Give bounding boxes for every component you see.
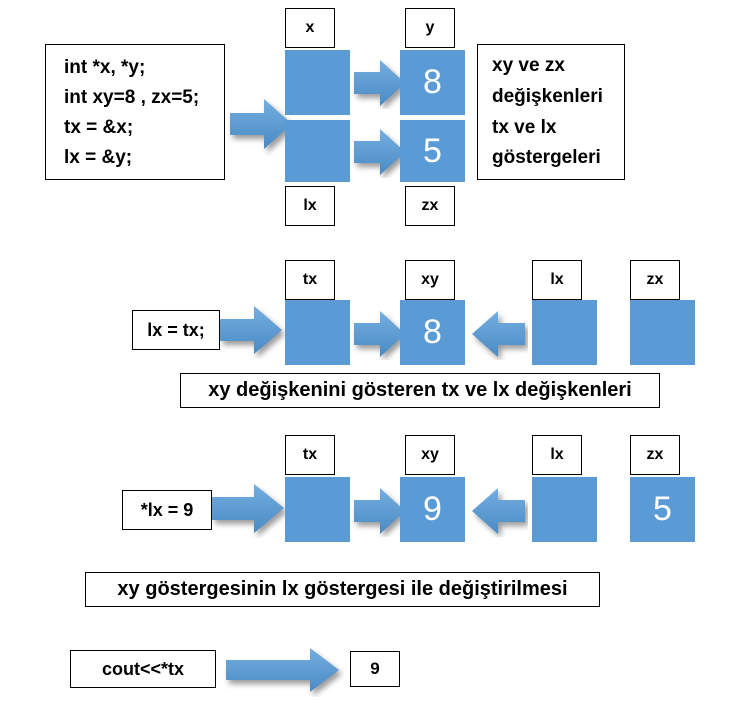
variable-tag-xy: xy (405, 435, 455, 475)
memory-cell-pointer-lx (532, 477, 597, 542)
explanation-note-box: xy ve zx değişkenleri tx ve lx göstergel… (477, 44, 625, 180)
variable-tag-label: lx (550, 445, 564, 463)
variable-tag-lx: lx (532, 435, 582, 475)
flow-arrow-right-icon (210, 480, 288, 538)
variable-tag-label: zx (646, 270, 664, 288)
memory-cell-value: 5 (423, 131, 442, 170)
variable-tag-y: y (405, 8, 455, 48)
memory-cell-value-zx (630, 300, 695, 365)
statement-box-deref: *lx = 9 (122, 490, 212, 530)
pointer-arrow-right-icon (352, 485, 408, 537)
statement-text: *lx = 9 (140, 499, 194, 520)
memory-cell-value: 8 (423, 63, 442, 101)
memory-cell-value-zx: 5 (630, 477, 695, 542)
variable-tag-lx: lx (285, 186, 335, 226)
code-line: int xy=8 , zx=5; (64, 87, 200, 109)
memory-cell-value-zx: 5 (400, 120, 465, 182)
memory-cell-pointer-x (285, 50, 350, 115)
memory-cell-pointer-lx (285, 120, 350, 182)
variable-tag-zx: zx (630, 435, 680, 475)
memory-cell-value: 9 (423, 490, 442, 528)
memory-cell-pointer-lx (532, 300, 597, 365)
caption-row-assign: xy değişkenini gösteren tx ve lx değişke… (180, 373, 660, 408)
variable-tag-tx: tx (285, 435, 335, 475)
variable-tag-label: zx (421, 196, 439, 214)
memory-cell-pointer-tx (285, 477, 350, 542)
flow-arrow-right-icon (224, 645, 344, 697)
memory-cell-value: 8 (423, 313, 442, 351)
variable-tag-label: tx (302, 270, 318, 288)
note-line: xy ve zx (492, 55, 565, 76)
memory-cell-value-y: 8 (400, 50, 465, 115)
caption-row-deref: xy göstergesinin lx göstergesi ile değiş… (85, 572, 600, 607)
code-line: tx = &x; (64, 117, 134, 139)
variable-tag-label: tx (302, 445, 318, 463)
memory-cell-value-xy: 9 (400, 477, 465, 542)
variable-tag-label: xy (421, 445, 439, 463)
variable-tag-lx: lx (532, 260, 582, 300)
caption-text: xy göstergesinin lx göstergesi ile değiş… (117, 578, 568, 600)
note-line: tx ve lx (492, 116, 557, 138)
variable-tag-zx: zx (405, 186, 455, 226)
memory-cell-pointer-tx (285, 300, 350, 365)
caption-text: xy değişkenini gösteren tx ve lx değişke… (208, 379, 632, 401)
memory-cell-value-xy: 8 (400, 300, 465, 365)
variable-tag-label: lx (550, 270, 564, 288)
note-line: göstergeleri (492, 147, 601, 169)
output-result-value: 9 (370, 659, 380, 679)
statement-text: cout<<*tx (101, 658, 185, 679)
code-line: lx = &y; (64, 147, 133, 169)
pointer-arrow-right-icon (352, 308, 408, 360)
variable-tag-label: y (425, 18, 435, 36)
memory-cell-value: 5 (653, 490, 672, 528)
variable-tag-tx: tx (285, 260, 335, 300)
flow-arrow-right-icon (218, 303, 286, 359)
output-result-box: 9 (350, 651, 400, 687)
variable-tag-label: x (305, 18, 315, 36)
statement-text: lx = tx; (147, 319, 205, 340)
pointer-arrow-right-icon (352, 57, 408, 109)
variable-tag-label: zx (646, 445, 664, 463)
statement-box-assign: lx = tx; (132, 310, 220, 350)
statement-box-output: cout<<*tx (70, 650, 216, 688)
pointer-arrow-left-icon (468, 308, 528, 360)
code-line: int *x, *y; (64, 57, 146, 78)
note-line: değişkenleri (492, 85, 603, 107)
code-declaration-box: int *x, *y; int xy=8 , zx=5; tx = &x; lx… (45, 44, 225, 180)
variable-tag-x: x (285, 8, 335, 48)
variable-tag-label: lx (303, 196, 317, 214)
variable-tag-zx: zx (630, 260, 680, 300)
pointer-arrow-left-icon (468, 485, 528, 537)
variable-tag-label: xy (421, 270, 439, 288)
variable-tag-xy: xy (405, 260, 455, 300)
pointer-arrow-right-icon (352, 126, 408, 178)
flow-arrow-right-icon (228, 96, 296, 156)
